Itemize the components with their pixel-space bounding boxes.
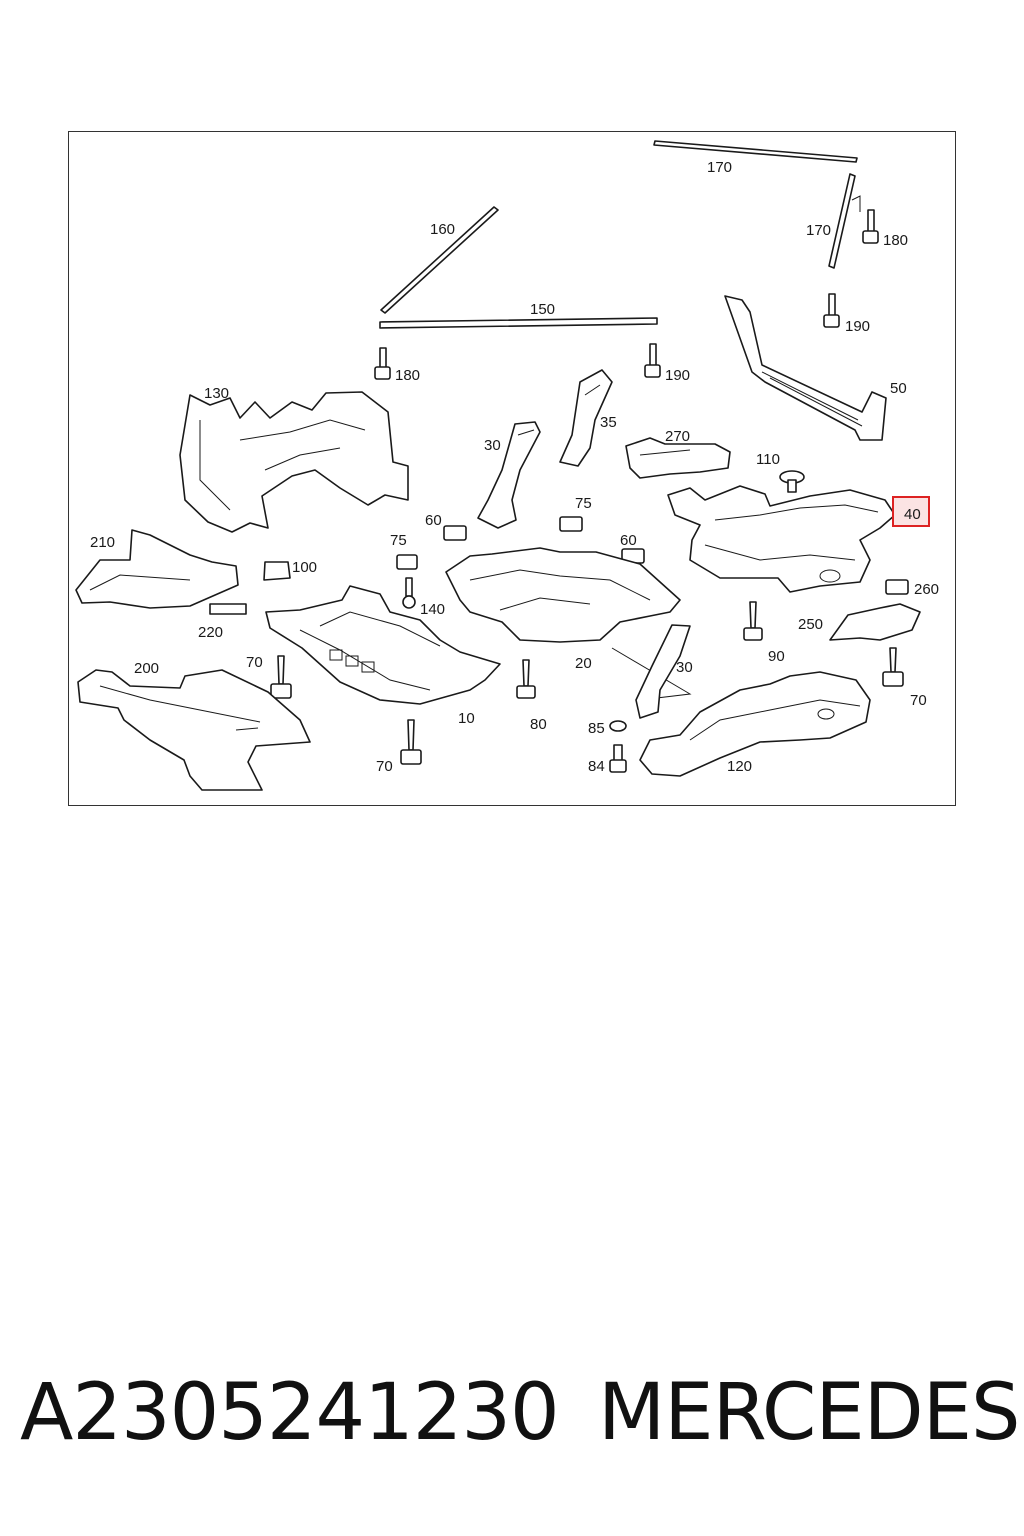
callout-60-left: 60: [425, 512, 442, 529]
callout-180-a: 180: [883, 232, 908, 249]
duct-30-upper: [477, 421, 541, 529]
plate-220: [209, 603, 247, 615]
bolt-140: [402, 577, 416, 609]
callout-90: 90: [768, 648, 785, 665]
callout-260: 260: [914, 581, 939, 598]
clip-75-right: [559, 516, 583, 532]
callout-60-right: 60: [620, 532, 637, 549]
panel-20: [445, 547, 692, 701]
part-number: A2305241230: [20, 1368, 560, 1458]
callout-100: 100: [292, 559, 317, 576]
callout-35: 35: [600, 414, 617, 431]
callout-40: 40: [904, 506, 921, 523]
screw-70-right: [882, 647, 904, 687]
bracket-250: [829, 603, 921, 641]
clip-110: [779, 470, 805, 493]
screw-80: [516, 659, 536, 699]
bolt-190-upper: [823, 293, 840, 328]
washer-85: [609, 720, 627, 732]
panel-130: [179, 391, 409, 533]
duct-35: [559, 369, 613, 467]
callout-75-left: 75: [390, 532, 407, 549]
clip-75-left: [396, 554, 418, 570]
callout-30-a: 30: [484, 437, 501, 454]
callout-130: 130: [204, 385, 229, 402]
brand-name: MERCEDES: [598, 1368, 1020, 1458]
callout-180-b: 180: [395, 367, 420, 384]
callout-85: 85: [588, 720, 605, 737]
callout-110: 110: [756, 451, 780, 468]
screw-70-left: [270, 655, 292, 699]
screw-70-middle: [400, 719, 422, 765]
callout-210: 210: [90, 534, 115, 551]
callout-160: 160: [430, 221, 455, 238]
block-100: [263, 561, 291, 581]
callout-70-left: 70: [246, 654, 263, 671]
nut-84: [609, 744, 627, 773]
clip-60-left: [443, 525, 467, 541]
callout-30-b: 30: [676, 659, 693, 676]
rod-150: [379, 317, 658, 329]
callout-200: 200: [134, 660, 159, 677]
callout-70-right: 70: [910, 692, 927, 709]
rod-160: [380, 206, 499, 314]
duct-30-lower: [635, 624, 691, 719]
callout-220: 220: [198, 624, 223, 641]
callout-20: 20: [575, 655, 592, 672]
callout-84: 84: [588, 758, 605, 775]
bracket-50: [724, 295, 887, 441]
callout-270: 270: [665, 428, 690, 445]
bolt-190-lower: [644, 343, 661, 378]
rod-170-vertical: [828, 173, 861, 269]
callout-170-a: 170: [707, 159, 732, 176]
callout-150: 150: [530, 301, 555, 318]
clip-260: [885, 579, 909, 595]
bolt-180-lower: [374, 347, 391, 380]
callout-170-b: 170: [806, 222, 831, 239]
undertray-10: [265, 585, 501, 705]
callout-10: 10: [458, 710, 475, 727]
panel-200: [77, 669, 311, 791]
callout-70-middle: 70: [376, 758, 393, 775]
panel-210: [75, 529, 239, 609]
panel-120: [639, 671, 871, 777]
callout-40-highlight: 40: [892, 496, 930, 527]
exploded-parts-diagram: 170 170 180 160 150 190 180 190 50 130 3…: [75, 140, 939, 791]
bolt-180-upper: [862, 209, 879, 244]
callout-140: 140: [420, 601, 445, 618]
rod-170-horizontal: [653, 140, 858, 163]
callout-250: 250: [798, 616, 823, 633]
callout-80: 80: [530, 716, 547, 733]
callout-120: 120: [727, 758, 752, 775]
caption-bar: A2305241230 MERCEDES: [0, 1368, 1024, 1478]
carrier-frame-40: [667, 485, 896, 593]
callout-190-a: 190: [845, 318, 870, 335]
callout-50: 50: [890, 380, 907, 397]
screw-90: [743, 601, 763, 641]
callout-75-right: 75: [575, 495, 592, 512]
callout-190-b: 190: [665, 367, 690, 384]
bracket-270: [625, 437, 731, 479]
